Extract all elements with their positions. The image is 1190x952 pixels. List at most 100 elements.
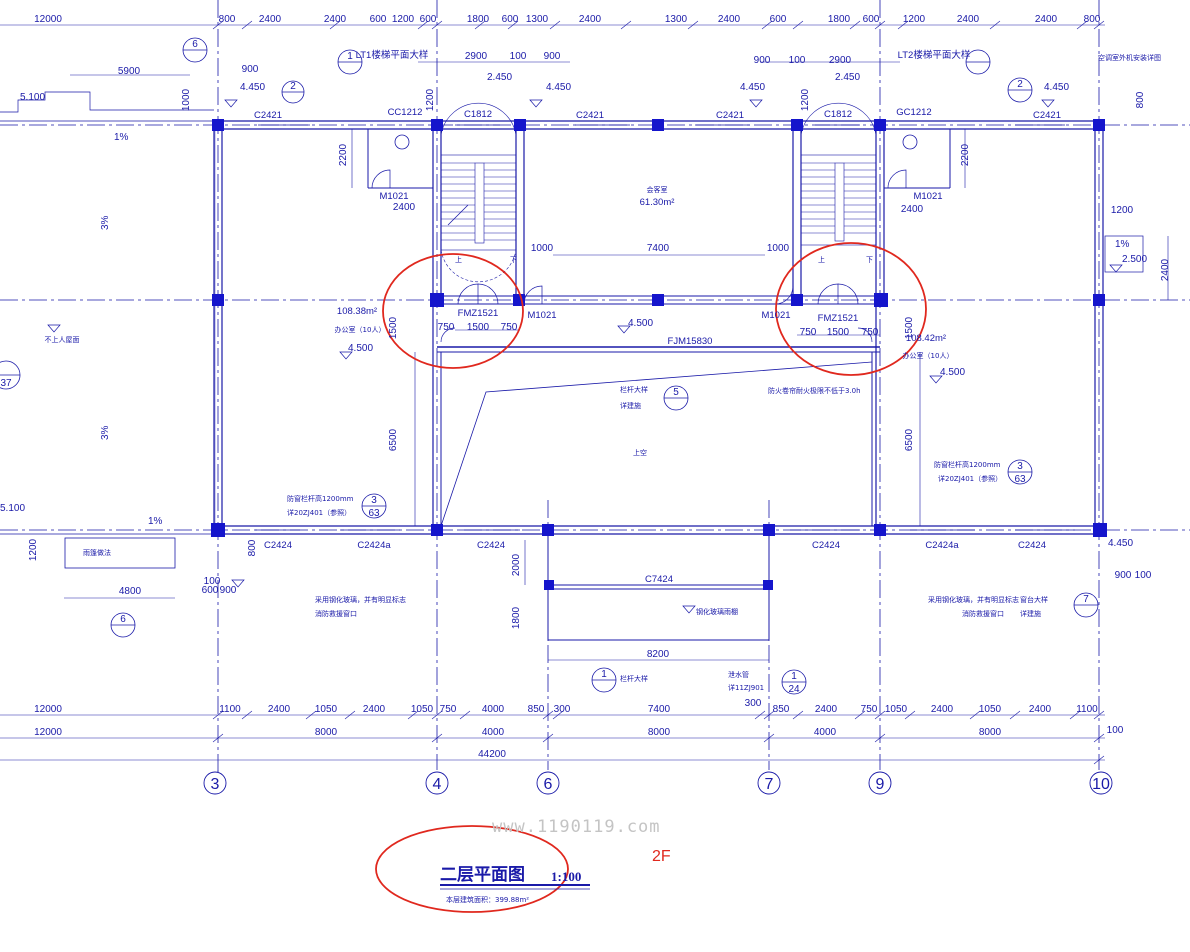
svg-text:1200: 1200 — [28, 538, 39, 561]
svg-text:泄水管: 泄水管 — [728, 670, 749, 679]
svg-text:不上人屋面: 不上人屋面 — [45, 335, 80, 344]
axis-labels: 3 4 6 7 9 10 — [211, 776, 1110, 793]
svg-text:2.450: 2.450 — [835, 72, 860, 83]
elevation-marks — [47, 99, 1123, 614]
svg-text:C2424: C2424 — [477, 540, 505, 551]
svg-text:C2424a: C2424a — [357, 540, 391, 551]
svg-text:900: 900 — [242, 64, 259, 75]
stair-right — [800, 102, 877, 246]
svg-text:C2421: C2421 — [254, 110, 282, 121]
svg-text:3: 3 — [371, 495, 377, 506]
svg-text:4.500: 4.500 — [348, 343, 373, 354]
svg-text:办公室（10人）: 办公室（10人） — [903, 351, 954, 360]
svg-text:900: 900 — [1115, 570, 1132, 581]
top-dimensions: 12000 800 2400 2400 600 1200 600 1800 60… — [34, 14, 1101, 66]
svg-text:2400: 2400 — [363, 704, 386, 715]
svg-text:2.450: 2.450 — [487, 72, 512, 83]
axis-bubbles — [203, 770, 1113, 795]
svg-text:1500: 1500 — [467, 322, 490, 333]
stair-left — [440, 102, 517, 283]
svg-text:44200: 44200 — [478, 749, 506, 760]
svg-text:800: 800 — [1135, 91, 1146, 108]
svg-text:1800: 1800 — [467, 14, 490, 25]
axis-label-4: 4 — [433, 776, 442, 793]
interior-dims: 2400 2400 7400 1000 1000 750 1500 750 75… — [118, 64, 1152, 660]
svg-text:M1021: M1021 — [913, 191, 942, 202]
svg-text:C7424: C7424 — [645, 574, 673, 585]
svg-text:LT2楼梯平面大样: LT2楼梯平面大样 — [898, 49, 971, 61]
svg-text:CC1212: CC1212 — [388, 107, 423, 118]
svg-text:1300: 1300 — [526, 14, 549, 25]
svg-text:8000: 8000 — [315, 727, 338, 738]
svg-text:5: 5 — [673, 387, 679, 398]
revision-circle-left — [382, 253, 524, 369]
svg-text:12000: 12000 — [34, 14, 62, 25]
svg-text:750: 750 — [861, 704, 878, 715]
svg-text:4.450: 4.450 — [240, 82, 265, 93]
svg-text:C2421: C2421 — [576, 110, 604, 121]
svg-text:108.38m²: 108.38m² — [337, 306, 377, 317]
room-labels: 会客室 61.30m² 108.38m² 办公室（10人） 108.42m² 办… — [45, 185, 954, 457]
svg-text:1000: 1000 — [531, 243, 554, 254]
notes: 防火卷帘耐火极限不低于3.0h 防窗栏杆高1200mm 详20ZJ401（参照）… — [83, 53, 1161, 692]
svg-text:900: 900 — [544, 51, 561, 62]
svg-text:24: 24 — [788, 684, 800, 695]
svg-text:850: 850 — [528, 704, 545, 715]
svg-text:100: 100 — [204, 576, 221, 587]
revision-circle-title — [375, 825, 569, 913]
svg-text:1: 1 — [791, 671, 797, 682]
svg-text:750: 750 — [862, 327, 879, 338]
svg-text:C2424a: C2424a — [925, 540, 959, 551]
axis-label-6: 6 — [544, 776, 553, 793]
svg-text:窗台大样: 窗台大样 — [1020, 595, 1048, 604]
svg-text:6500: 6500 — [388, 428, 399, 451]
svg-text:钢化玻璃雨棚: 钢化玻璃雨棚 — [696, 607, 738, 616]
svg-text:3%: 3% — [100, 215, 111, 230]
svg-text:7400: 7400 — [647, 243, 670, 254]
svg-text:GC1212: GC1212 — [896, 107, 931, 118]
svg-text:详建施: 详建施 — [620, 401, 641, 410]
svg-text:4.500: 4.500 — [940, 367, 965, 378]
svg-text:上: 上 — [455, 255, 462, 264]
svg-text:300: 300 — [554, 704, 571, 715]
svg-text:详建施: 详建施 — [1020, 609, 1041, 618]
svg-text:12000: 12000 — [34, 704, 62, 715]
svg-text:FJM15830: FJM15830 — [668, 336, 713, 347]
svg-text:5900: 5900 — [118, 66, 141, 77]
svg-text:600: 600 — [863, 14, 880, 25]
svg-text:800: 800 — [247, 539, 258, 556]
axis-label-7: 7 — [765, 776, 774, 793]
svg-text:1200: 1200 — [903, 14, 926, 25]
area-note: 本层建筑面积：399.88m² — [446, 895, 529, 904]
watermark: www.1190119.com — [492, 817, 661, 837]
svg-text:2400: 2400 — [259, 14, 282, 25]
svg-text:C1812: C1812 — [824, 109, 852, 120]
svg-text:栏杆大样: 栏杆大样 — [620, 674, 648, 683]
svg-text:LT1楼梯平面大样: LT1楼梯平面大样 — [356, 49, 429, 61]
plan-scale: 1:100 — [551, 869, 581, 884]
axis-label-10: 10 — [1092, 776, 1110, 793]
svg-text:M1021: M1021 — [761, 310, 790, 321]
svg-text:1: 1 — [601, 669, 607, 680]
revision-circle-right — [775, 242, 927, 376]
svg-text:1300: 1300 — [665, 14, 688, 25]
svg-text:7: 7 — [1083, 594, 1089, 605]
svg-text:1: 1 — [347, 51, 353, 62]
svg-text:2400: 2400 — [931, 704, 954, 715]
svg-text:办公室（10人）: 办公室（10人） — [335, 325, 386, 334]
svg-text:2400: 2400 — [957, 14, 980, 25]
elevation-labels: 4.450 4.450 4.450 4.450 4.500 4.500 4.50… — [0, 72, 1147, 549]
svg-text:消防救援窗口: 消防救援窗口 — [962, 609, 1004, 618]
svg-text:2400: 2400 — [1160, 258, 1171, 281]
svg-text:1100: 1100 — [1076, 704, 1098, 715]
detail-circles — [0, 37, 1099, 695]
svg-text:1200: 1200 — [392, 14, 415, 25]
svg-text:850: 850 — [773, 704, 790, 715]
svg-text:100: 100 — [1107, 725, 1124, 736]
door-swings — [371, 169, 907, 343]
svg-text:2400: 2400 — [815, 704, 838, 715]
svg-text:防窗栏杆高1200mm: 防窗栏杆高1200mm — [934, 460, 1001, 469]
svg-text:1050: 1050 — [885, 704, 908, 715]
svg-text:3: 3 — [1017, 461, 1023, 472]
